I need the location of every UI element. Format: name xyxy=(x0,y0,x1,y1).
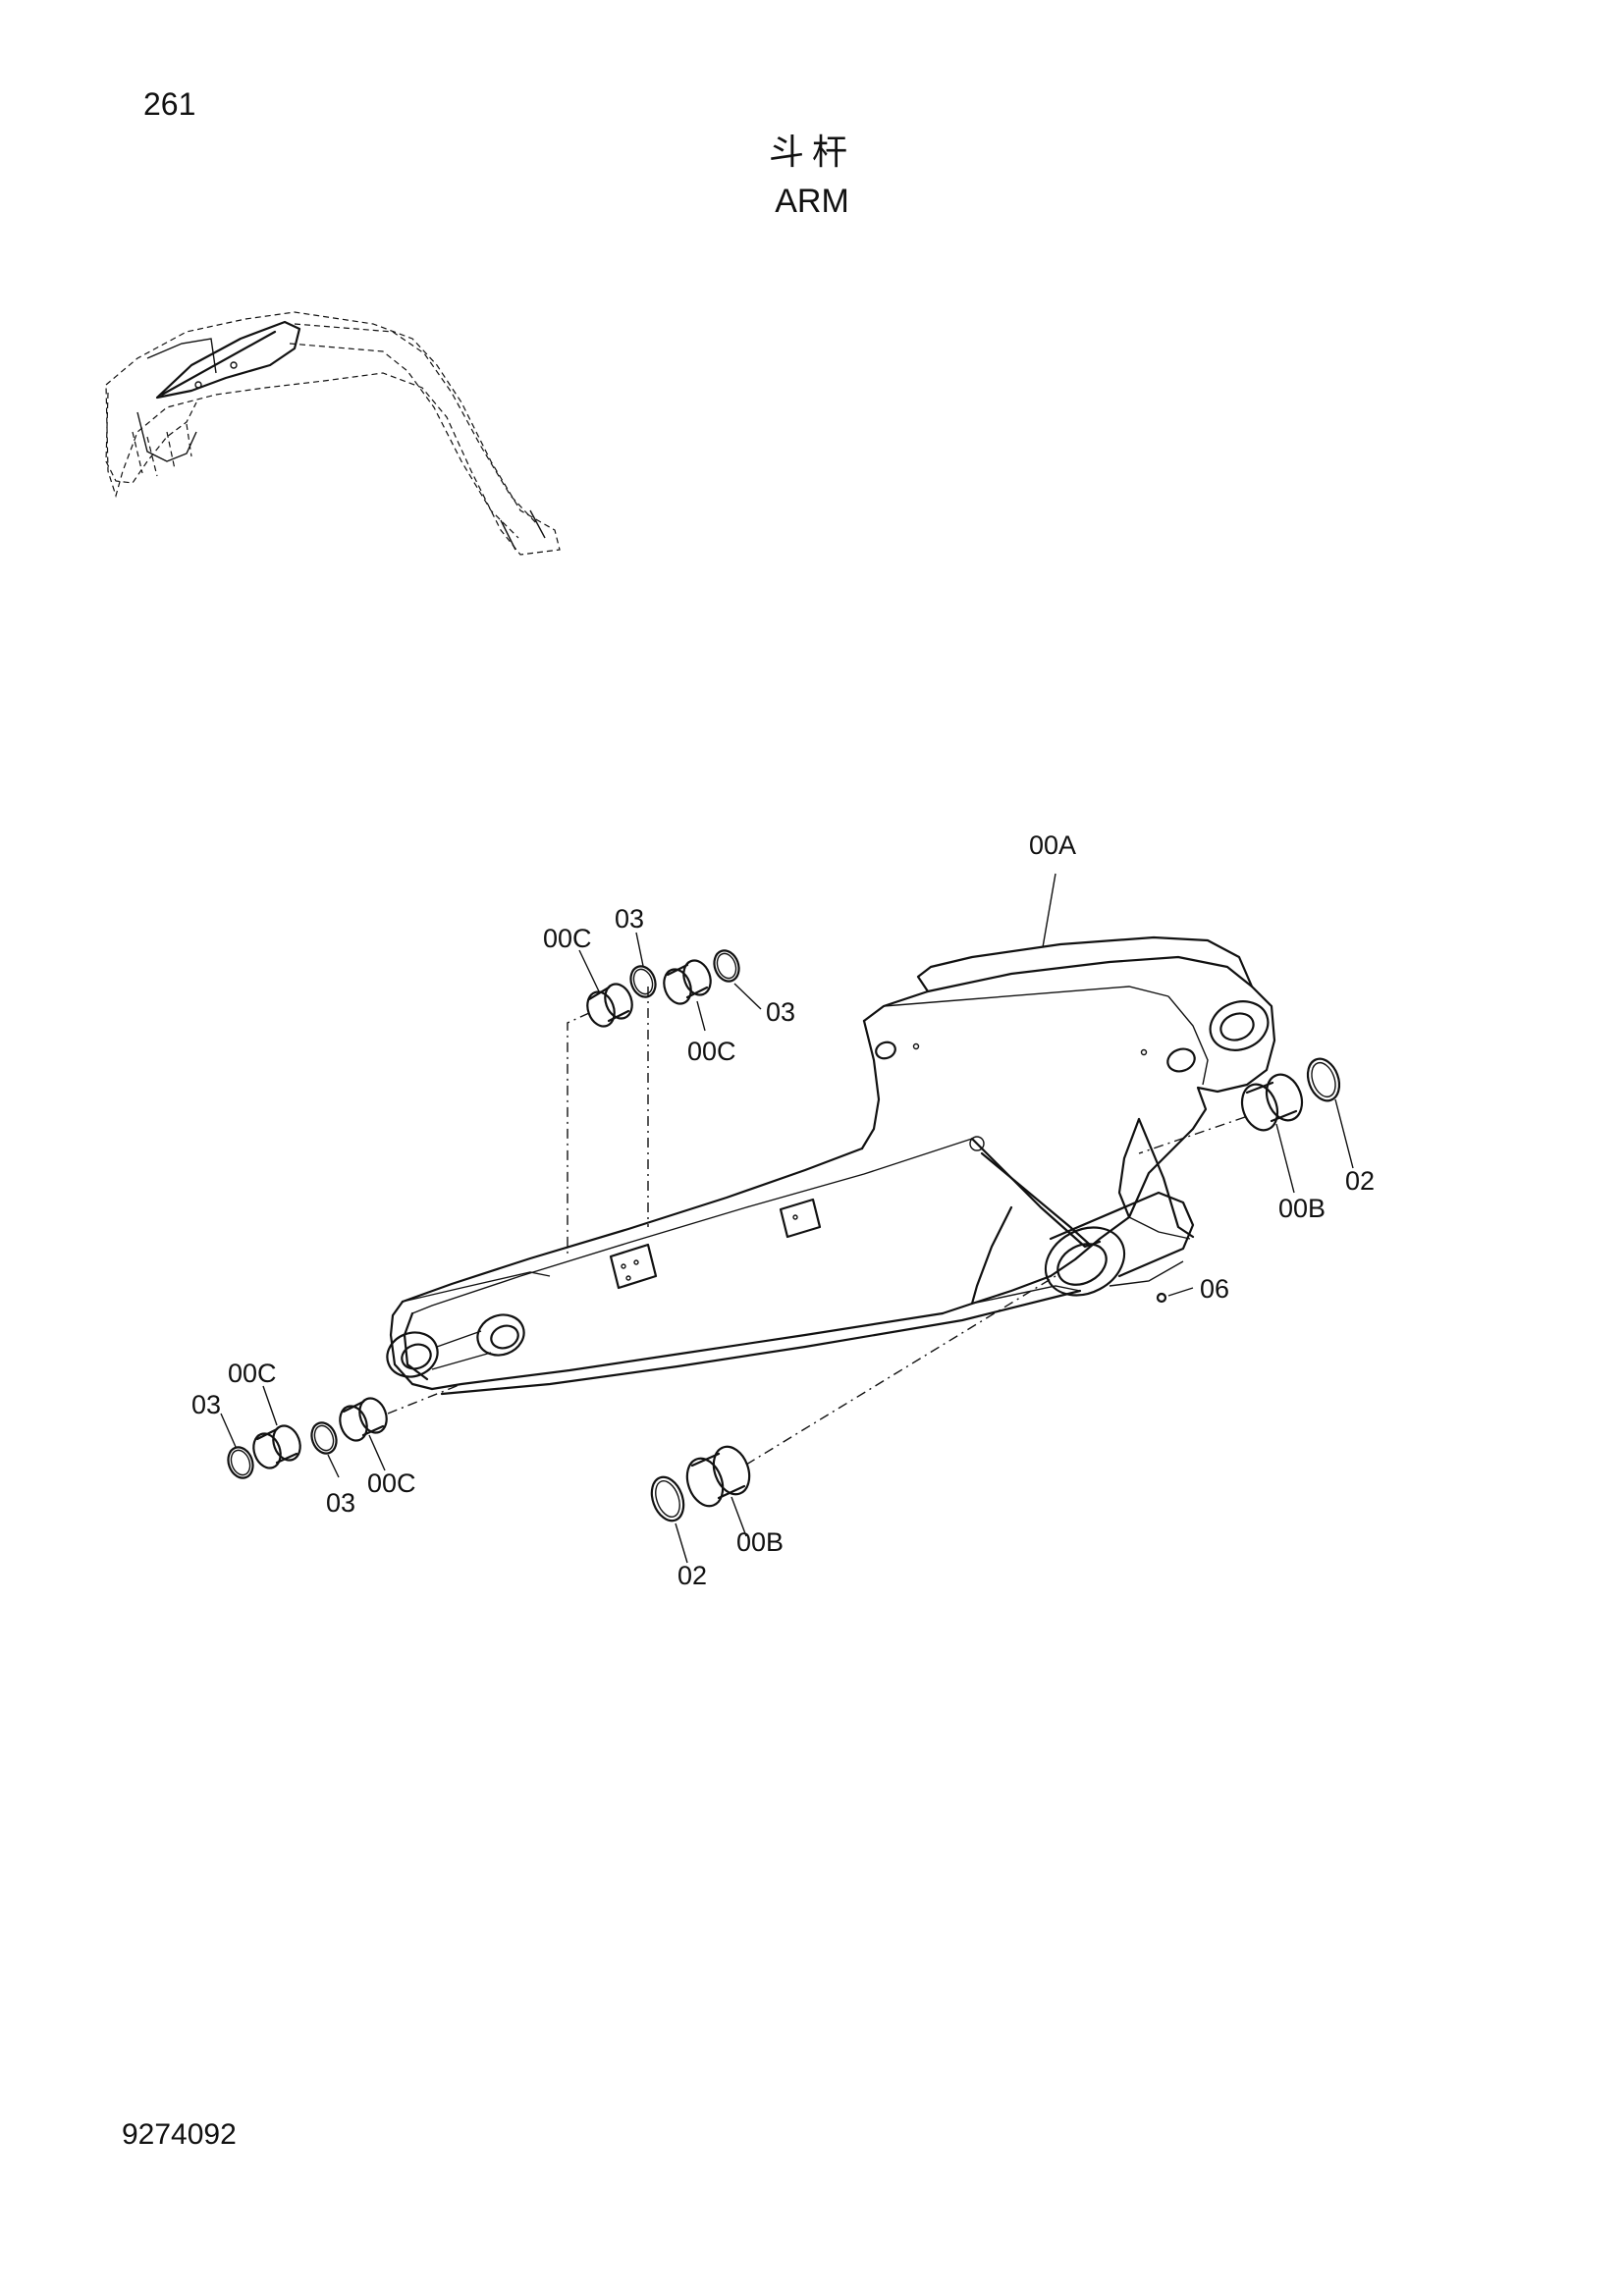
bushing-right xyxy=(1240,1073,1304,1132)
shim-bottom-mid xyxy=(310,1421,338,1455)
callout-00c-top-right: 00C xyxy=(687,1037,736,1066)
shim-top-left xyxy=(629,965,657,998)
title-chinese: 斗杆 xyxy=(768,133,855,173)
bushing-top-left xyxy=(586,983,633,1028)
bushing-bottom-right xyxy=(339,1397,388,1442)
callout-02-lower: 02 xyxy=(677,1561,707,1590)
callout-06: 06 xyxy=(1200,1274,1229,1304)
page-number: 261 xyxy=(143,86,196,122)
seal-right xyxy=(1306,1057,1341,1102)
callout-00c-bottom-left: 00C xyxy=(228,1359,277,1388)
bushing-lower xyxy=(685,1445,751,1508)
locator-thumbnail xyxy=(105,311,561,556)
callout-00b-right: 00B xyxy=(1278,1194,1326,1223)
callout-02-right: 02 xyxy=(1345,1166,1375,1196)
callout-03-top-right: 03 xyxy=(766,997,795,1027)
shim-bottom-left xyxy=(227,1446,254,1479)
callout-00c-top-left: 00C xyxy=(543,924,592,953)
leader-lines xyxy=(220,873,1354,1564)
assembly-centerlines xyxy=(387,987,1246,1466)
drawing-number: 9274092 xyxy=(122,2118,237,2151)
callout-00c-bottom-right: 00C xyxy=(367,1468,416,1498)
title-english: ARM xyxy=(775,183,849,220)
callout-03-bottom-left: 03 xyxy=(191,1390,221,1419)
shim-top-right xyxy=(713,949,740,983)
arm-body xyxy=(386,935,1276,1396)
bushing-top-right xyxy=(663,959,712,1005)
callout-03-top-left: 03 xyxy=(615,904,644,934)
seal-lower xyxy=(650,1475,685,1522)
bushing-bottom-left xyxy=(252,1424,301,1469)
callout-00a: 00A xyxy=(1029,830,1076,860)
callout-00b-lower: 00B xyxy=(736,1527,784,1557)
callout-03-bottom-mid: 03 xyxy=(326,1488,355,1518)
